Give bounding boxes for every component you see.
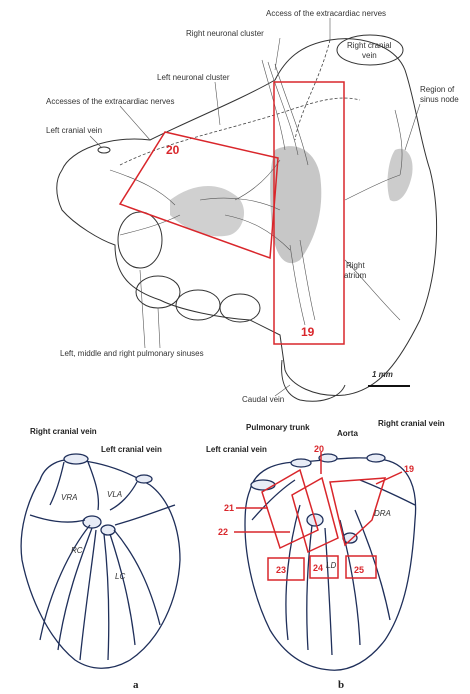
- label-left-cranial-vein-top: Left cranial vein: [46, 126, 102, 135]
- box-label-19: 19: [301, 325, 315, 339]
- label-accesses-extracardiac: Accesses of the extracardiac nerves: [46, 97, 175, 106]
- panel-a-left-cranial-vein: Left cranial vein: [101, 445, 162, 454]
- label-region-sinus-1: Region of: [420, 85, 455, 94]
- panel-a-rc: RC: [71, 546, 83, 555]
- box-label-20: 20: [166, 143, 180, 157]
- panel-b-num-23: 23: [276, 565, 286, 575]
- panel-b-letter: b: [338, 679, 344, 691]
- label-right-cranial-vein-2: vein: [362, 51, 377, 60]
- panel-b-heart: [234, 452, 416, 670]
- panel-b-num-22: 22: [218, 527, 228, 537]
- panel-b-num-21: 21: [224, 503, 234, 513]
- panel-b-num-24: 24: [313, 563, 323, 573]
- label-right-cranial-vein-1: Right cranial: [347, 41, 392, 50]
- top-heart-diagram: [57, 35, 437, 401]
- label-right-neuronal-cluster: Right neuronal cluster: [186, 29, 264, 38]
- label-left-neuronal-cluster: Left neuronal cluster: [157, 73, 230, 82]
- label-pulmonary-sinuses: Left, middle and right pulmonary sinuses: [60, 349, 204, 358]
- panel-b-num-25: 25: [354, 565, 364, 575]
- panel-a-right-cranial-vein: Right cranial vein: [30, 427, 97, 436]
- panel-b-aorta: Aorta: [337, 429, 358, 438]
- panel-a-vla: VLA: [107, 490, 122, 499]
- panel-a-vra: VRA: [61, 493, 77, 502]
- panel-a-letter: a: [133, 679, 139, 691]
- panel-b-ld: LD: [326, 561, 336, 570]
- panel-b-right-cranial-vein: Right cranial vein: [378, 419, 445, 428]
- label-region-sinus-2: sinus node: [420, 95, 459, 104]
- panel-b-pulmonary-trunk: Pulmonary trunk: [246, 423, 310, 432]
- panel-a-heart: [21, 454, 180, 668]
- label-right-atrium-1: Right: [346, 261, 365, 270]
- panel-b-num-19: 19: [404, 464, 414, 474]
- label-right-atrium-2: atrium: [344, 271, 367, 280]
- label-caudal-vein: Caudal vein: [242, 395, 284, 404]
- scale-label: 1 mm: [372, 370, 393, 379]
- panel-b-left-cranial-vein: Left cranial vein: [206, 445, 267, 454]
- panel-b-dra: DRA: [374, 509, 391, 518]
- label-access-extracardiac-top: Access of the extracardiac nerves: [266, 9, 386, 18]
- panel-a-lc: LC: [115, 572, 125, 581]
- panel-b-num-20: 20: [314, 444, 324, 454]
